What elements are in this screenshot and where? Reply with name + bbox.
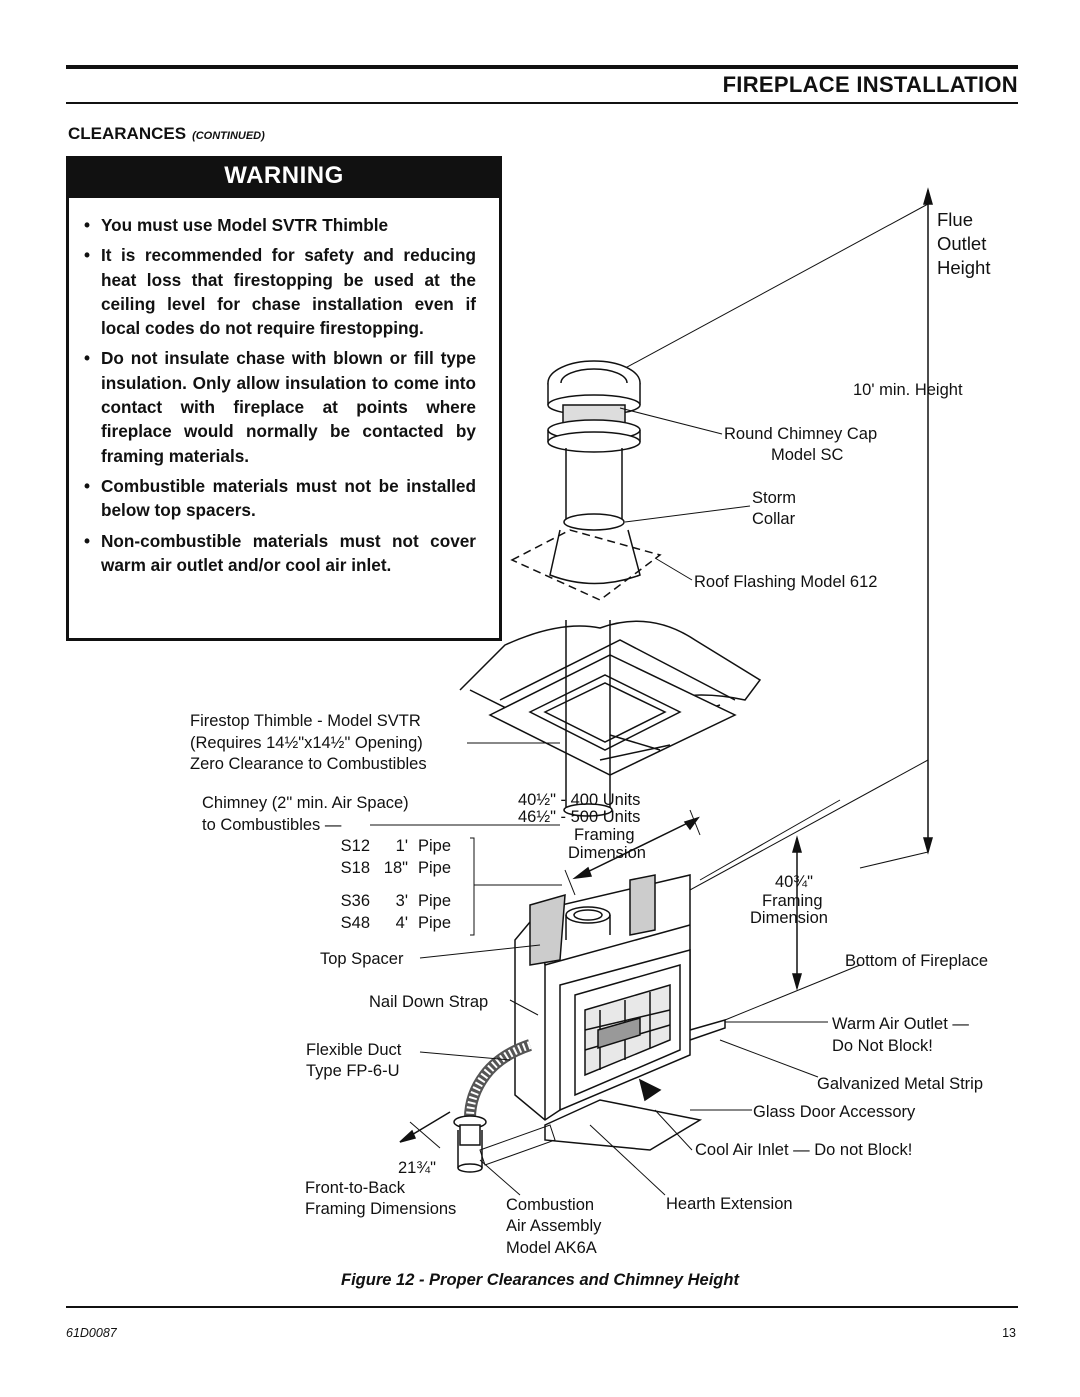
- min-height-label: 10' min. Height: [853, 381, 963, 399]
- hearth-label: Hearth Extension: [666, 1195, 793, 1213]
- chimney-pipe-upper: [563, 448, 625, 531]
- warning-item: Combustible materials must not be instal…: [84, 474, 476, 523]
- duct-label-2: Type FP-6-U: [306, 1062, 400, 1080]
- height-dim-value: 40¾": [775, 873, 813, 891]
- header-rule: [66, 65, 1018, 69]
- top-spacer-label: Top Spacer: [320, 950, 404, 968]
- framing-label-2: Dimension: [568, 844, 646, 862]
- combustion-label-1: Combustion: [506, 1196, 595, 1214]
- warm-air-label-2: Do Not Block!: [832, 1037, 933, 1055]
- storm-label-2: Collar: [752, 510, 796, 528]
- height-arrow-bottom: [792, 973, 802, 991]
- height-dim-label-1: Framing: [762, 892, 823, 910]
- front-to-back-label-1: Front-to-Back: [305, 1179, 405, 1197]
- combustion-label-3: Model AK6A: [506, 1239, 597, 1257]
- cool-air-arrow: [638, 1078, 662, 1102]
- chimney-cap: [547, 360, 641, 453]
- thimble-label-3: Zero Clearance to Combustibles: [190, 755, 427, 773]
- glass-door-label: Glass Door Accessory: [753, 1103, 916, 1121]
- ceiling-framing: [459, 620, 762, 776]
- section-continued: (CONTINUED): [192, 130, 265, 142]
- chimney-pipe-lower: [563, 620, 613, 817]
- hearth-edge: [479, 1124, 556, 1166]
- storm-label-1: Storm: [752, 489, 797, 507]
- page-number: 13: [1002, 1326, 1016, 1340]
- framing-tick-right: [689, 809, 701, 836]
- base-projection-line-2: [699, 799, 841, 881]
- flue-label-2: Outlet: [937, 233, 987, 254]
- bottom-label: Bottom of Fireplace: [845, 952, 989, 970]
- flashing-label: Roof Flashing Model 612: [694, 573, 878, 591]
- hearth-extension: [544, 1099, 703, 1151]
- framing-dim-line: [574, 817, 699, 879]
- title-rule: [66, 102, 1018, 104]
- framing-label-1: Framing: [574, 826, 635, 844]
- framing-tick-left: [564, 869, 576, 896]
- flue-label-3: Height: [937, 257, 991, 278]
- warning-item: It is recommended for safety and reducin…: [84, 243, 476, 340]
- cool-air-label: Cool Air Inlet — Do not Block!: [695, 1141, 913, 1159]
- warning-item: Do not insulate chase with blown or fill…: [84, 346, 476, 467]
- pipe-bracket: [470, 837, 475, 936]
- galvanized-label: Galvanized Metal Strip: [817, 1075, 983, 1093]
- flue-arrow-bottom: [923, 837, 933, 855]
- base-projection-line-3: [859, 851, 929, 869]
- framing-arrow-right: [683, 816, 700, 831]
- height-dim-label-2: Dimension: [750, 909, 828, 927]
- roof-flashing: [510, 529, 662, 601]
- section-heading: CLEARANCES (CONTINUED): [68, 124, 265, 144]
- warning-heading: WARNING: [66, 156, 502, 198]
- base-projection-line: [689, 759, 929, 891]
- document-id: 61D0087: [66, 1326, 117, 1340]
- front-to-back-label-2: Framing Dimensions: [305, 1200, 457, 1218]
- cap-projection-line: [593, 203, 929, 386]
- flexible-duct: [453, 1039, 533, 1173]
- cap-label-2: Model SC: [771, 446, 844, 464]
- leader-lines: [370, 407, 861, 1196]
- storm-collar: [549, 529, 641, 585]
- warning-item: Non-combustible materials must not cover…: [84, 529, 476, 578]
- flue-label-1: Flue: [937, 209, 973, 230]
- chimney-label-2: to Combustibles —: [202, 816, 342, 834]
- framing-width-400: 40½" - 400 Units: [518, 791, 641, 809]
- framing-arrow-left: [572, 866, 593, 880]
- duct-label-1: Flexible Duct: [306, 1041, 402, 1059]
- nail-strap-label: Nail Down Strap: [369, 993, 489, 1011]
- framing-width-500: 46½" - 500 Units: [518, 808, 641, 826]
- flue-arrow-top: [923, 187, 933, 205]
- page-title: FIREPLACE INSTALLATION: [722, 72, 1018, 97]
- combustion-label-2: Air Assembly: [506, 1217, 602, 1235]
- depth-dim-value: 21¾": [398, 1159, 436, 1177]
- height-arrow-top: [792, 835, 802, 853]
- footer-rule: [66, 1306, 1018, 1308]
- warm-air-label-1: Warm Air Outlet —: [832, 1015, 969, 1033]
- warning-list: You must use Model SVTR Thimble It is re…: [84, 213, 476, 583]
- fireplace-unit: [514, 874, 726, 1121]
- warning-item: You must use Model SVTR Thimble: [84, 213, 476, 238]
- depth-tick: [409, 1121, 441, 1149]
- thimble-label-2: (Requires 14½"x14½" Opening): [190, 734, 423, 752]
- section-title: CLEARANCES: [68, 124, 187, 143]
- figure-caption: Figure 12 - Proper Clearances and Chimne…: [341, 1271, 739, 1289]
- cap-label-1: Round Chimney Cap: [724, 425, 878, 443]
- chimney-label-1: Chimney (2" min. Air Space): [202, 794, 409, 812]
- depth-arrow: [399, 1129, 417, 1143]
- thimble-label-1: Firestop Thimble - Model SVTR: [190, 712, 421, 730]
